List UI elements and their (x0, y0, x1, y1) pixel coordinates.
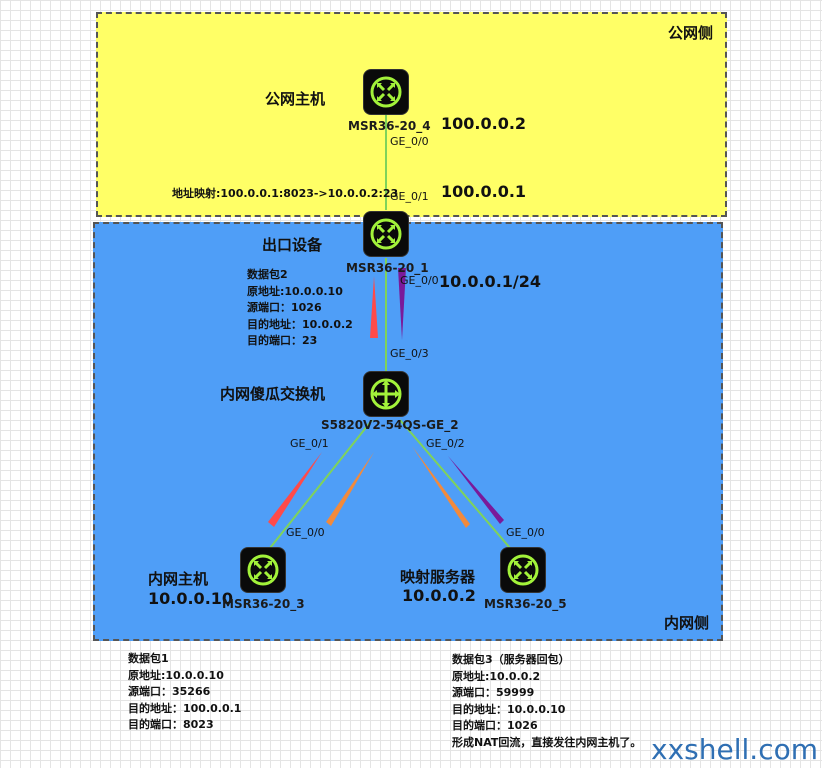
packet3-src-port: 源端口：59999 (452, 686, 535, 699)
packet1-note: 数据包1 原地址:10.0.0.10 源端口：35266 目的地址：100.0.… (128, 651, 241, 734)
arrow-packet2-down (326, 452, 374, 526)
packet3-note: 数据包3（服务器回包） 原地址:10.0.0.2 源端口：59999 目的地址：… (452, 652, 641, 751)
packet2-src-port: 源端口：1026 (247, 301, 322, 314)
inner-host-model: MSR36-20_3 (222, 597, 305, 611)
packet1-src: 原地址:10.0.0.10 (128, 668, 224, 682)
public-host-role: 公网主机 (265, 90, 326, 108)
server-role: 映射服务器 (400, 568, 476, 586)
packet2-dst-port: 目的端口：23 (247, 334, 318, 347)
public-host-port: GE_0/0 (390, 135, 429, 148)
packet1-dst-port: 目的端口：8023 (128, 718, 214, 731)
link-switch-server (399, 419, 511, 549)
private-zone-label: 内网侧 (663, 614, 709, 632)
inner-host-port: GE_0/0 (286, 526, 325, 539)
egress-router-icon[interactable] (364, 212, 408, 256)
public-host-ip: 100.0.0.2 (441, 114, 527, 133)
packet1-title: 数据包1 (128, 652, 169, 665)
arrow-packet1-up (268, 452, 322, 527)
packet2-src: 原地址:10.0.0.10 (247, 284, 343, 298)
egress-ip-public: 100.0.0.1 (441, 182, 527, 201)
inner-host-role: 内网主机 (148, 570, 209, 588)
switch-port-left: GE_0/1 (290, 437, 329, 450)
switch-role: 内网傻瓜交换机 (220, 385, 326, 403)
packet3-title: 数据包3（服务器回包） (452, 653, 570, 666)
link-switch-innerhost (269, 419, 373, 549)
packet3-dst-port: 目的端口：1026 (452, 719, 538, 732)
packet2-note: 数据包2 原地址:10.0.0.10 源端口：1026 目的地址：10.0.0.… (247, 267, 353, 350)
server-router-icon[interactable] (501, 548, 545, 592)
egress-port-down: GE_0/0 (400, 274, 439, 287)
server-ip: 10.0.0.2 (402, 586, 476, 605)
arrow-packet3-up (448, 456, 504, 524)
public-zone: 公网侧 (96, 12, 727, 217)
egress-port-up: GE_0/1 (390, 190, 429, 203)
packet3-dst: 目的地址：10.0.0.10 (452, 702, 566, 716)
inner-host-ip: 10.0.0.10 (148, 589, 234, 608)
packet2-title: 数据包2 (247, 268, 288, 281)
packet1-src-port: 源端口：35266 (128, 685, 211, 698)
switch-port-up: GE_0/3 (390, 347, 429, 360)
egress-role: 出口设备 (262, 236, 323, 254)
arrow-packet3-down (398, 268, 406, 340)
packet3-src: 原地址:10.0.0.2 (452, 669, 541, 683)
egress-ip-private: 10.0.0.1/24 (439, 272, 542, 291)
arrow-packet2-up (370, 276, 378, 338)
public-host-router-icon[interactable] (364, 70, 408, 114)
mapping-note: 地址映射:100.0.0.1:8023->10.0.0.2:23 (172, 187, 399, 200)
switch-model: S5820V2-54QS-GE_2 (321, 418, 459, 432)
switch-port-right: GE_0/2 (426, 437, 465, 450)
packet3-remark: 形成NAT回流，直接发往内网主机了。 (452, 735, 642, 749)
switch-icon[interactable] (364, 372, 408, 416)
inner-host-router-icon[interactable] (241, 548, 285, 592)
watermark: xxshell.com (651, 733, 818, 766)
private-zone: 内网侧 (93, 222, 723, 641)
egress-model: MSR36-20_1 (346, 261, 429, 275)
packet1-dst: 目的地址：100.0.0.1 (128, 701, 242, 715)
public-zone-label: 公网侧 (667, 24, 713, 42)
packet2-dst: 目的地址：10.0.0.2 (247, 317, 353, 331)
arrow-packet2-to-server (412, 446, 470, 528)
server-model: MSR36-20_5 (484, 597, 567, 611)
public-host-model: MSR36-20_4 (348, 119, 431, 133)
server-port: GE_0/0 (506, 526, 545, 539)
